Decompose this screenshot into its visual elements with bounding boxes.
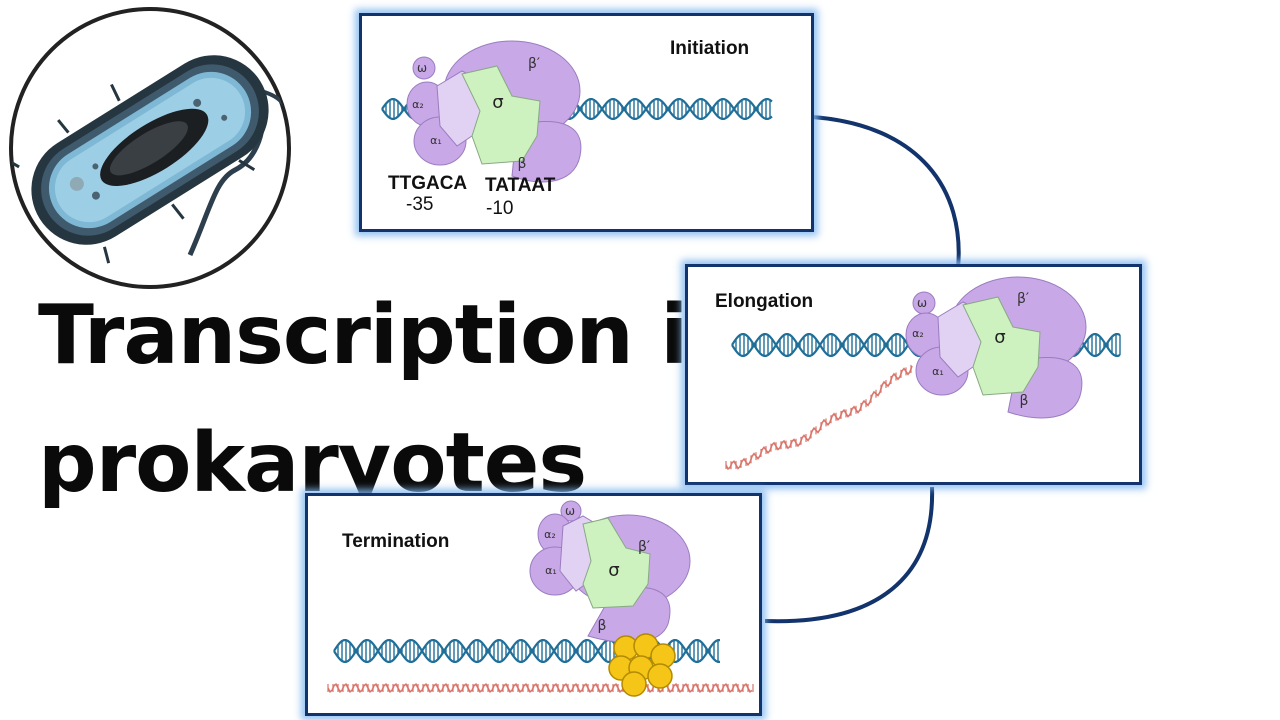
beta-label: β [518,156,527,172]
connector-elongation-termination [764,486,935,624]
rna-transcript [725,364,913,471]
title-line-1: Transcription in [38,288,746,383]
alpha1-label: α₁ [545,564,557,577]
rna-polymerase [905,276,1087,419]
initiation-panel: ω α₂ α₁ β′ β σ Initiation TTGACA -35 TAT… [359,13,814,232]
termination-diagram: ω α₂ α₁ β′ β σ [327,500,754,697]
omega-label: ω [565,504,575,518]
minus-35-position: -35 [406,194,434,215]
elongation-panel: ω α₂ α₁ β′ β σ Elongation [685,264,1142,485]
sigma-label: σ [994,327,1005,348]
beta-label: β [1020,393,1029,409]
rna-transcript [327,683,754,693]
termination-panel: ω α₂ α₁ β′ β σ Termination [305,493,762,716]
beta-prime-label: β′ [1017,291,1029,307]
initiation-label: Initiation [670,38,750,59]
termination-label: Termination [342,531,450,552]
alpha2-label: α₂ [412,98,424,111]
page-title: Transcription in prokaryotes [38,272,746,528]
sigma-label: σ [608,560,619,581]
minus-35-sequence: TTGACA [388,173,468,194]
alpha2-label: α₂ [544,528,556,541]
elongation-diagram: ω α₂ α₁ β′ β σ [725,276,1121,471]
alpha1-label: α₁ [932,365,944,378]
alpha1-label: α₁ [430,134,442,147]
minus-10-position: -10 [486,198,514,219]
sigma-label: σ [492,92,503,113]
elongation-label: Elongation [715,291,814,312]
omega-label: ω [917,296,927,310]
beta-prime-label: β′ [528,56,540,72]
omega-label: ω [417,61,427,75]
rho-factor [608,633,676,697]
rna-polymerase [529,500,691,643]
rna-polymerase [406,40,582,183]
beta-label: β [598,618,607,634]
initiation-diagram: ω α₂ α₁ β′ β σ [381,40,773,183]
alpha2-label: α₂ [912,327,924,340]
connector-initiation-elongation [811,115,961,269]
beta-prime-label: β′ [638,539,650,555]
minus-10-sequence: TATAAT [485,175,556,196]
